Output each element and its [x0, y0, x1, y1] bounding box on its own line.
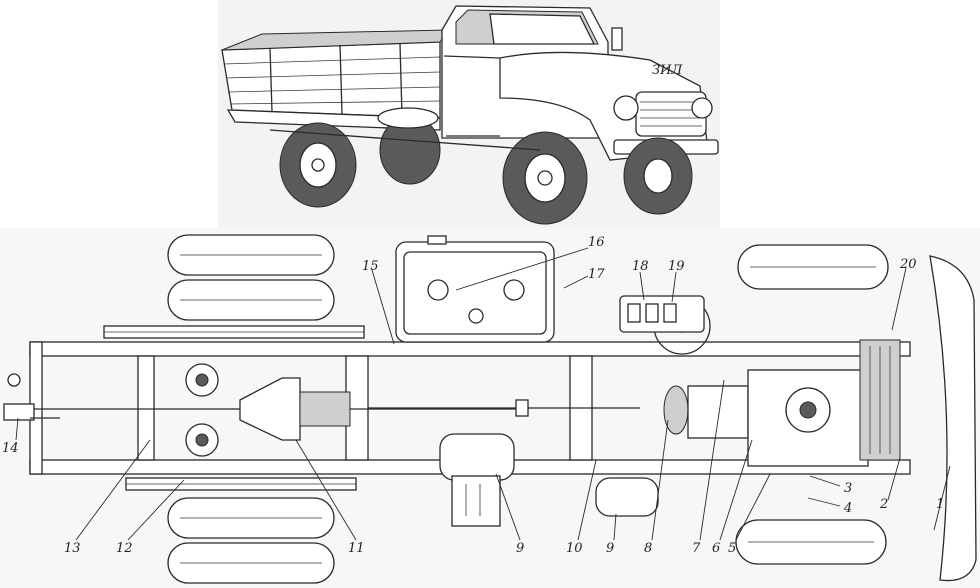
- callout-12: 12: [116, 541, 133, 556]
- cargo-bed: [221, 29, 449, 131]
- engine: [747, 339, 901, 467]
- front-bumper: [929, 255, 977, 582]
- callout-4: 4: [843, 501, 852, 516]
- callout-11: 11: [348, 541, 365, 556]
- leader-lines: [15, 247, 951, 541]
- callout-20: 20: [899, 257, 917, 272]
- hood-badge: ЗИЛ: [652, 63, 683, 78]
- callout-14: 14: [2, 441, 19, 456]
- truck-side-view: ЗИЛ: [218, 0, 720, 228]
- callout-13: 13: [64, 541, 81, 556]
- callout-labels: 1 2 3 4 5 6 7 8 9 10 9 11 12 13 14 15 16…: [2, 235, 944, 556]
- rear-axle: [30, 363, 520, 457]
- steering: [619, 295, 711, 355]
- callout-8: 8: [644, 541, 652, 556]
- rear-hook: [3, 373, 60, 421]
- rear-tyres: [167, 234, 335, 584]
- callout-1: 1: [936, 497, 944, 512]
- callout-18: 18: [632, 259, 649, 274]
- fuel-tank: [395, 235, 555, 343]
- callout-10: 10: [566, 541, 583, 556]
- chassis-plan: [0, 228, 980, 588]
- front-tyres: [735, 244, 889, 565]
- callout-6: 6: [712, 541, 720, 556]
- callout-16: 16: [588, 235, 605, 250]
- callout-15: 15: [362, 259, 379, 274]
- driveline: [368, 385, 749, 439]
- callout-2: 2: [879, 497, 888, 512]
- air-tanks: [439, 433, 659, 527]
- callout-7: 7: [692, 541, 701, 556]
- callout-9b: 9: [606, 541, 614, 556]
- callout-17: 17: [588, 267, 605, 282]
- leaf-springs: [103, 325, 365, 491]
- callout-3: 3: [844, 481, 852, 496]
- truck-wheels: [279, 115, 693, 225]
- callout-19: 19: [668, 259, 685, 274]
- callout-5: 5: [728, 541, 736, 556]
- callout-9a: 9: [516, 541, 524, 556]
